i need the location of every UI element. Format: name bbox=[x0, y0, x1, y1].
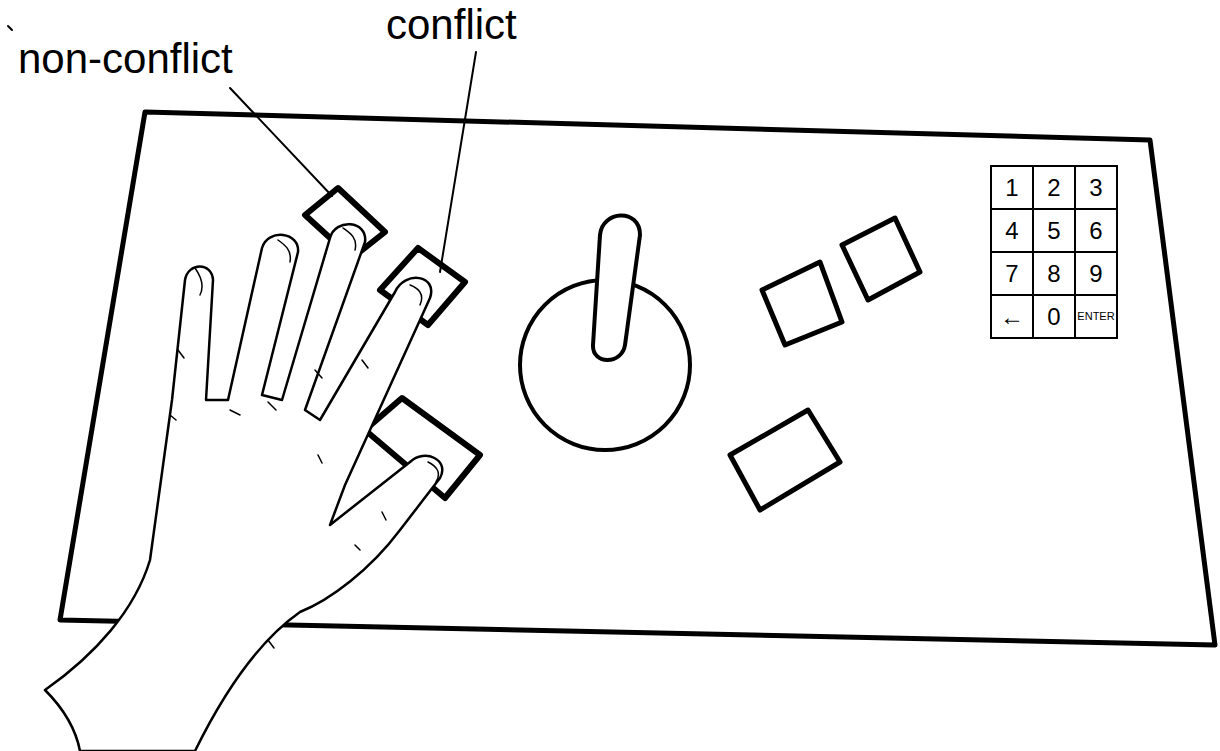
key-label: 2 bbox=[1047, 176, 1060, 200]
key-label: 9 bbox=[1089, 262, 1102, 286]
knuckle-crease bbox=[170, 350, 386, 648]
key-label: 0 bbox=[1047, 305, 1060, 329]
panel-button bbox=[730, 410, 840, 510]
callout-label: conflict bbox=[386, 4, 517, 46]
leader-line bbox=[230, 88, 332, 196]
key-label: 6 bbox=[1089, 219, 1102, 243]
panel-button bbox=[762, 262, 842, 345]
keypad-key: 9 bbox=[1074, 251, 1118, 296]
key-label: 3 bbox=[1089, 176, 1102, 200]
key-label: 4 bbox=[1005, 219, 1018, 243]
key-label: 7 bbox=[1005, 262, 1018, 286]
key-label: ENTER bbox=[1077, 311, 1114, 322]
ink-mark bbox=[8, 26, 12, 30]
keypad-key: 3 bbox=[1074, 165, 1118, 210]
key-label: 5 bbox=[1047, 219, 1060, 243]
keypad-key: 2 bbox=[1032, 165, 1076, 210]
hand-outline bbox=[45, 224, 442, 751]
callout-label: non-conflict bbox=[18, 38, 233, 80]
keypad-key: 7 bbox=[990, 251, 1034, 296]
joystick-stick bbox=[593, 215, 640, 360]
keypad-key: 5 bbox=[1032, 208, 1076, 253]
fingernail bbox=[195, 228, 438, 482]
key-label: 8 bbox=[1047, 262, 1060, 286]
key-label: ← bbox=[1000, 305, 1024, 329]
keypad-key: ENTER bbox=[1074, 294, 1118, 339]
keypad-key: 4 bbox=[990, 208, 1034, 253]
key-label: 1 bbox=[1005, 176, 1018, 200]
keypad-key: 1 bbox=[990, 165, 1034, 210]
keypad-key: 0 bbox=[1032, 294, 1076, 339]
keypad-key: 6 bbox=[1074, 208, 1118, 253]
keypad-key: 8 bbox=[1032, 251, 1076, 296]
leader-line bbox=[440, 52, 476, 272]
keypad-key: ← bbox=[990, 294, 1034, 339]
panel-button bbox=[842, 218, 920, 300]
